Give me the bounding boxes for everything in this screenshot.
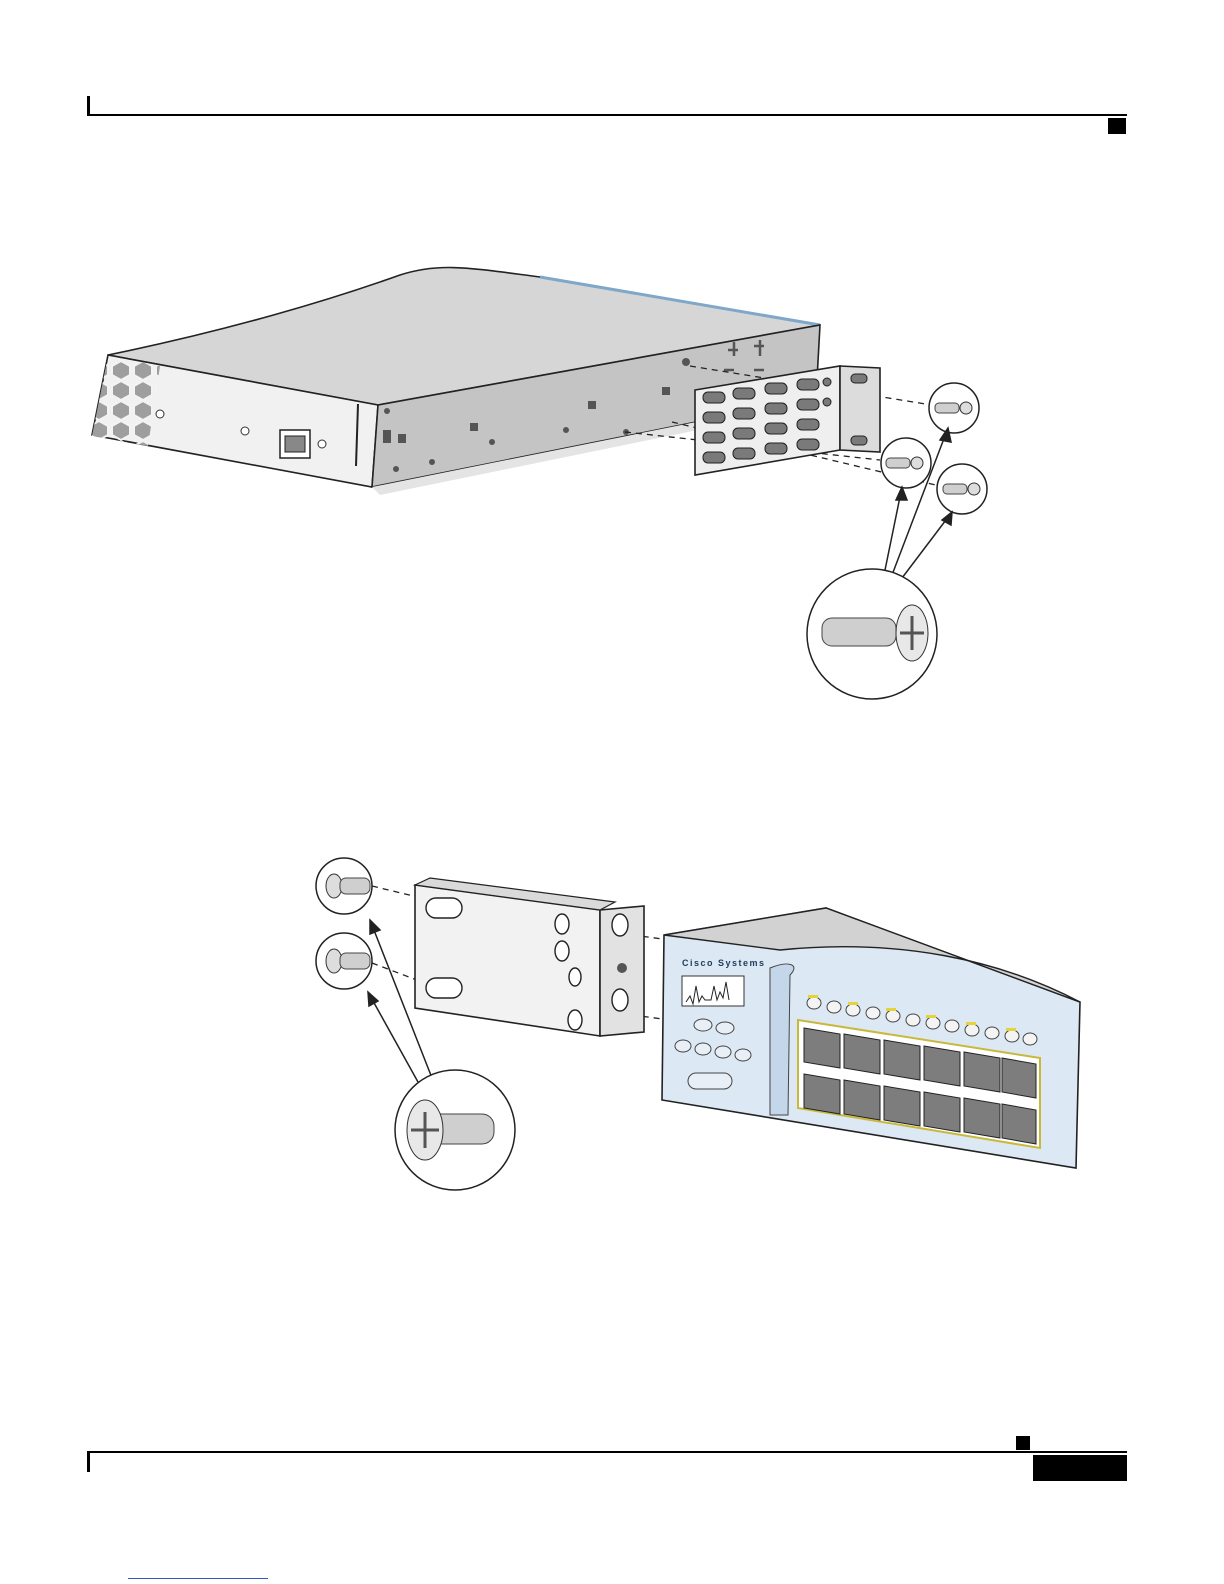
cisco-systems-brand: Cisco Systems	[682, 958, 766, 968]
footer-page-tab	[1033, 1455, 1127, 1481]
footer-left-tick	[87, 1452, 90, 1472]
screw-callout-upper-left	[316, 858, 372, 914]
front-mounting-bracket	[415, 878, 644, 1036]
footer-small-marker	[1016, 1436, 1030, 1450]
footer-rule	[87, 1451, 1127, 1453]
enlarged-screw-detail-bottom	[395, 1070, 515, 1190]
screw-callout-lower-left	[316, 933, 372, 989]
figure-bottom-front-bracket-install: Cisco Systems	[0, 0, 1224, 1220]
switch-front-panel: Cisco Systems	[662, 908, 1080, 1168]
footer-link-underline	[128, 1578, 268, 1579]
